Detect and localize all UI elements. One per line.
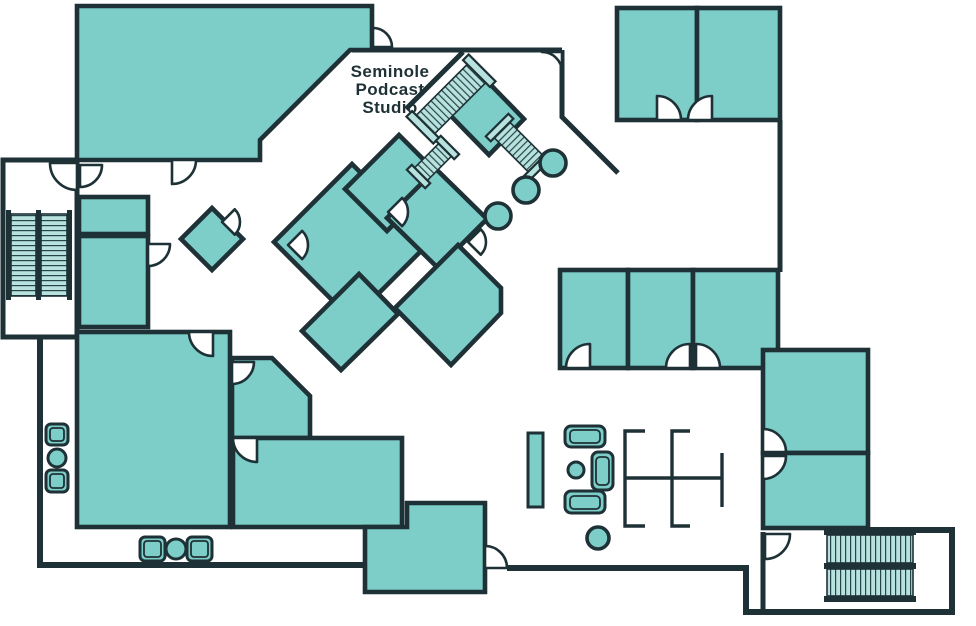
door-swing-icon [230,360,256,386]
door-swing-icon [466,227,488,257]
studio-label-line3: Studio [362,98,417,117]
outer-wall-bottom-right [507,527,955,615]
stair-stringer [824,596,916,602]
armchair-cushion [143,540,162,558]
staircase-diagonal-1 [404,52,498,146]
staircase-icon [826,568,914,597]
staircase-diagonal-3 [405,134,461,190]
staircase-icon [40,213,68,297]
door-swing-icon [664,342,692,370]
door-swing-icon [386,196,410,228]
round-table-icon [164,537,188,561]
outer-wall-bottom-left [37,337,365,568]
sofa-cushion [595,456,610,486]
doors [48,26,792,570]
door-swing-icon [763,532,792,561]
room-left-large [74,329,233,530]
door-swing-icon [694,342,722,370]
studio-label-line2: Podcast [356,80,425,99]
round-table-icon [566,460,586,480]
room-diagonal-4 [298,270,402,374]
armchair-group-left [44,422,70,494]
door-swing-icon [286,229,310,261]
corridor-tables [483,148,568,231]
door-swing-icon [761,454,788,481]
armchair-cushion [49,427,65,442]
room-bottom-center-2 [230,435,405,530]
sofa-icon [590,450,615,492]
stair-stringer [6,210,11,300]
door-swing-icon [220,207,242,237]
stair-stringer [824,529,916,535]
rooms [74,3,871,595]
door-swing-icon [187,330,215,358]
studio-stair-wall [404,50,465,111]
sofa-cushion [569,429,601,444]
door-swing-icon [170,158,198,186]
staircase-left [6,210,72,300]
round-table-icon [585,525,611,551]
door-swing-icon [686,94,714,122]
door-swing-icon [483,544,509,570]
armchair-cushion [190,540,209,558]
room-bottom-protruding [362,500,488,595]
stair-stringer [824,563,916,569]
room-top-left-large [74,3,375,163]
stair-stringer [67,210,72,300]
room-left-1 [76,194,151,237]
studio-label-line1: Seminole [351,62,430,81]
studio-label: Seminole Podcast Studio [351,62,430,117]
armchair-group-bottom [138,535,214,563]
door-swing-icon [655,94,683,122]
door-swing-icon [540,50,564,74]
sofa-cushion [569,495,601,510]
staircase-icon [10,213,37,297]
desk-cluster [623,429,724,528]
lounge-area [526,424,615,551]
room-diagonal-3 [391,241,504,369]
stair-stringer [36,210,41,300]
armchair-icon [44,468,70,494]
round-table-icon [511,175,541,205]
staircase-icon [826,534,914,564]
round-table-icon [538,148,568,178]
door-swing-icon [231,436,259,464]
sofa-icon [563,424,607,449]
round-table-icon [46,447,68,469]
room-left-2 [76,233,151,330]
room-bottom-center-1 [229,355,313,441]
door-swing-icon [564,342,592,370]
stair-landing [405,163,432,190]
staircase-bottom-right [824,529,916,602]
stair-landing [434,134,461,161]
door-swing-icon [371,26,394,49]
armchair-cushion [49,473,65,489]
round-table-icon [483,201,513,231]
stair-landing [461,52,498,89]
door-swing-icon [146,242,172,268]
stair-landing [484,112,515,143]
door-swing-icon [761,427,788,454]
armchair-icon [185,535,214,563]
door-swing-icon [78,163,104,189]
door-swing-icon [48,161,79,192]
console-table [526,431,545,509]
